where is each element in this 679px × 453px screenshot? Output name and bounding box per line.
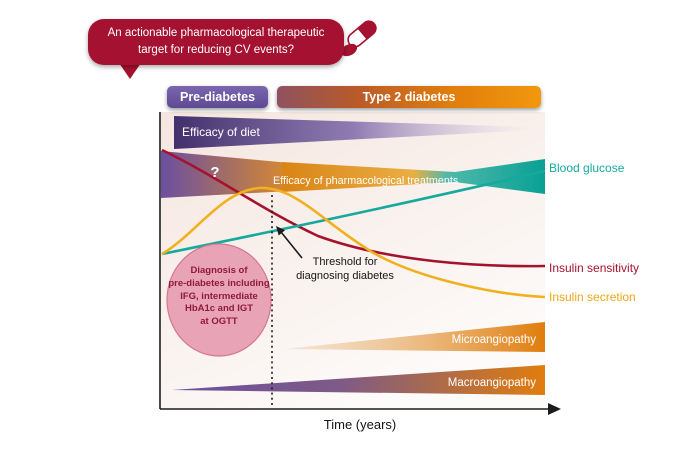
speech-bubble-text: An actionable pharmacological therapeuti… xyxy=(107,27,325,56)
x-axis-label: Time (years) xyxy=(323,417,397,432)
type2-diabetes-header: Type 2 diabetes xyxy=(277,86,541,108)
efficacy-of-diet-label: Efficacy of diet xyxy=(182,125,260,139)
threshold-arrowhead xyxy=(276,226,285,236)
threshold-annotation: Threshold for diagnosing diabetes xyxy=(296,256,394,283)
insulin-sensitivity-label: Insulin sensitivity xyxy=(549,261,640,275)
microangiopathy-wedge xyxy=(284,322,545,352)
blood-glucose-label: Blood glucose xyxy=(549,161,625,175)
question-mark-label: ? xyxy=(210,164,220,181)
question-wedge xyxy=(161,151,290,198)
macroangiopathy-label: Macroangiopathy xyxy=(447,377,536,389)
pre-diabetes-header: Pre-diabetes xyxy=(167,86,268,108)
x-axis-arrowhead xyxy=(548,403,561,415)
threshold-arrow-line xyxy=(280,231,303,259)
diagnosis-annotation: Diagnosis of pre-diabetes including IFG,… xyxy=(168,265,270,328)
efficacy-pharma-label: Efficacy of pharmacological treatments xyxy=(273,175,459,187)
insulin-sensitivity-curve xyxy=(161,148,546,268)
macroangiopathy-wedge xyxy=(172,365,545,395)
pharma-wedge xyxy=(282,159,545,194)
blood-glucose-curve xyxy=(161,169,546,256)
tablet-icon xyxy=(340,43,358,57)
insulin-secretion-curve xyxy=(161,186,546,299)
diet-wedge xyxy=(174,116,534,149)
diagnosis-circle xyxy=(166,243,272,357)
insulin-secretion-label: Insulin secretion xyxy=(549,290,636,304)
microangiopathy-label: Microangiopathy xyxy=(451,334,536,346)
speech-bubble: An actionable pharmacological therapeuti… xyxy=(88,19,344,65)
